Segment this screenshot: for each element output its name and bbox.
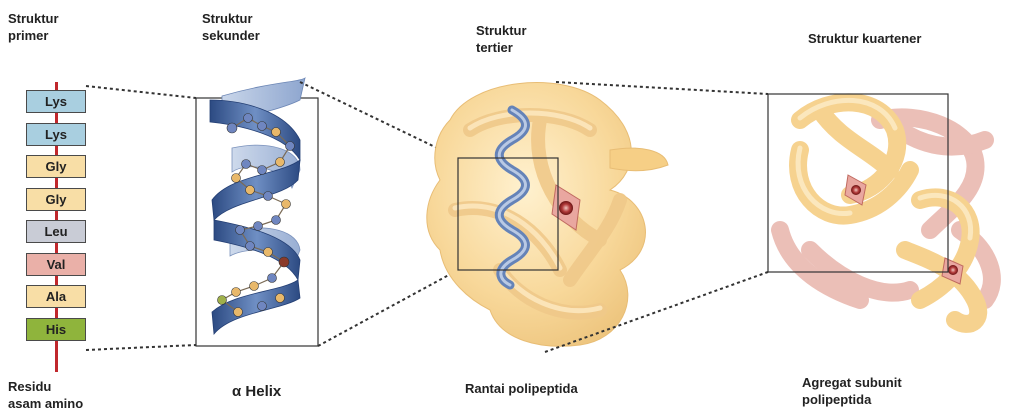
tertiary-structure-illustration (427, 83, 668, 347)
quaternary-heme-icon-1 (851, 185, 861, 195)
connector-primary-to-secondary (86, 86, 196, 350)
tertiary-heme-icon (559, 201, 573, 215)
quaternary-structure-illustration (768, 94, 992, 324)
quaternary-heme-icon-2 (948, 265, 958, 275)
alpha-helix-illustration (196, 78, 318, 346)
